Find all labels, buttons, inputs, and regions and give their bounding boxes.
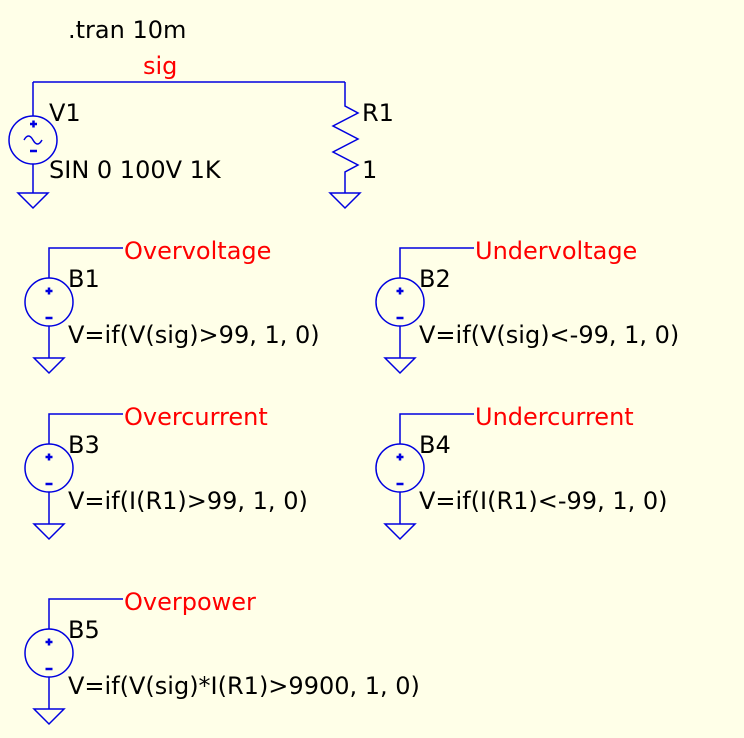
wire-output[interactable] xyxy=(48,413,123,444)
polarity-marks-icon xyxy=(45,287,53,320)
voltage-source-v1[interactable] xyxy=(8,82,58,210)
ground-icon xyxy=(383,523,417,541)
source-name[interactable]: B2 xyxy=(419,265,451,293)
source-expression[interactable]: V=if(I(R1)>99, 1, 0) xyxy=(68,487,308,515)
ground-icon xyxy=(32,523,66,541)
sine-wave-icon xyxy=(23,135,43,145)
source-name[interactable]: B5 xyxy=(68,616,100,644)
wire-output[interactable] xyxy=(48,247,123,278)
source-expression[interactable]: V=if(V(sig)<-99, 1, 0) xyxy=(419,321,679,349)
tran-directive[interactable]: .tran 10m xyxy=(68,16,186,44)
source-expression[interactable]: V=if(V(sig)*I(R1)>9900, 1, 0) xyxy=(68,672,420,700)
wire-output[interactable] xyxy=(399,413,474,444)
resistor-icon xyxy=(331,82,360,193)
ground-icon xyxy=(32,357,66,375)
net-label[interactable]: Overvoltage xyxy=(124,237,271,265)
polarity-marks-icon xyxy=(45,453,53,486)
polarity-marks-icon xyxy=(396,453,404,486)
polarity-marks-icon xyxy=(45,638,53,671)
polarity-marks-icon xyxy=(396,287,404,320)
wire-output[interactable] xyxy=(48,598,123,629)
net-label[interactable]: Overpower xyxy=(124,588,256,616)
net-label[interactable]: Overcurrent xyxy=(124,403,268,431)
ground-icon xyxy=(383,357,417,375)
resistor-r1[interactable] xyxy=(328,82,362,210)
net-label[interactable]: Undercurrent xyxy=(475,403,634,431)
source-name[interactable]: B3 xyxy=(68,431,100,459)
v1-name[interactable]: V1 xyxy=(49,99,81,127)
v1-value[interactable]: SIN 0 100V 1K xyxy=(49,156,222,184)
net-label-sig[interactable]: sig xyxy=(143,52,177,80)
ground-icon xyxy=(328,192,362,210)
net-label[interactable]: Undervoltage xyxy=(475,237,637,265)
source-name[interactable]: B1 xyxy=(68,265,100,293)
source-expression[interactable]: V=if(V(sig)>99, 1, 0) xyxy=(68,321,320,349)
source-name[interactable]: B4 xyxy=(419,431,451,459)
wire-output[interactable] xyxy=(399,247,474,278)
r1-value[interactable]: 1 xyxy=(362,156,377,184)
ground-icon xyxy=(32,708,66,726)
polarity-marks-icon xyxy=(30,120,37,153)
ground-icon xyxy=(16,192,50,210)
source-expression[interactable]: V=if(I(R1)<-99, 1, 0) xyxy=(419,487,667,515)
r1-name[interactable]: R1 xyxy=(362,99,394,127)
